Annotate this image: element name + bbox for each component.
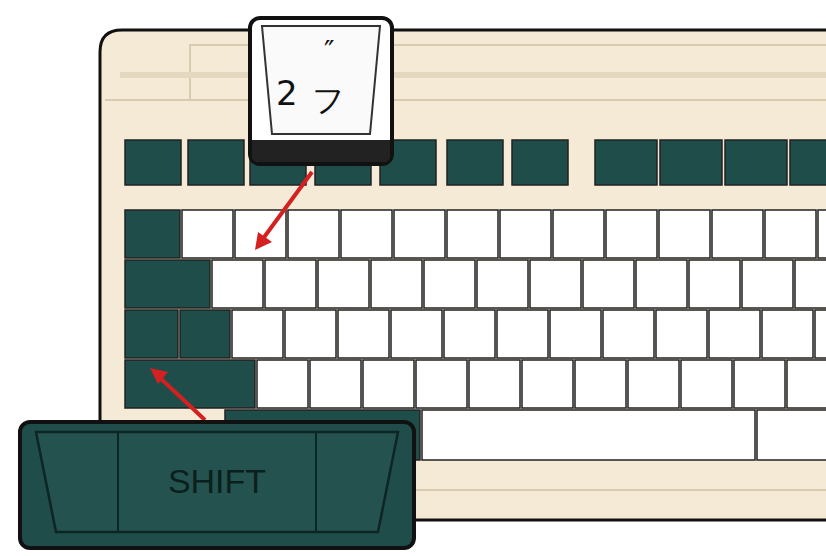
key [522, 360, 573, 408]
key [125, 260, 210, 308]
key [795, 260, 826, 308]
key [285, 310, 336, 358]
key [265, 260, 316, 308]
key [757, 410, 826, 460]
key [371, 260, 422, 308]
key [712, 210, 763, 258]
key [659, 210, 710, 258]
key [363, 360, 414, 408]
key [530, 260, 581, 308]
key [288, 210, 339, 258]
key [182, 210, 233, 258]
key [447, 140, 503, 185]
key [422, 410, 755, 460]
key [180, 310, 230, 358]
key [469, 360, 520, 408]
key [444, 310, 495, 358]
key [424, 260, 475, 308]
key [125, 140, 181, 185]
key [818, 210, 826, 258]
key [787, 360, 826, 408]
key-legend: フ [312, 84, 345, 116]
key [689, 260, 740, 308]
key [257, 360, 308, 408]
key [765, 210, 816, 258]
key [391, 310, 442, 358]
key [125, 210, 180, 258]
key [550, 310, 601, 358]
key [660, 140, 722, 185]
key [790, 140, 826, 185]
key [212, 260, 263, 308]
key [583, 260, 634, 308]
key [595, 140, 657, 185]
key [318, 260, 369, 308]
key [188, 140, 244, 185]
key [125, 310, 178, 358]
key [310, 360, 361, 408]
key [497, 310, 548, 358]
key [232, 310, 283, 358]
key [709, 310, 760, 358]
key [447, 210, 498, 258]
shift-key: SHIFT [18, 420, 416, 550]
key-legend: 2 [276, 76, 298, 110]
key [636, 260, 687, 308]
key [656, 310, 707, 358]
key [512, 140, 568, 185]
key [815, 310, 826, 358]
key [394, 210, 445, 258]
key [553, 210, 604, 258]
key [500, 210, 551, 258]
key [125, 360, 255, 408]
key [681, 360, 732, 408]
key [477, 260, 528, 308]
key [628, 360, 679, 408]
key-legend: SHIFT [168, 464, 266, 498]
key [734, 360, 785, 408]
key-legend: ″ [324, 38, 334, 66]
key [742, 260, 793, 308]
key [341, 210, 392, 258]
key [725, 140, 787, 185]
key-cap: 2 ″ フ [248, 16, 394, 166]
key [338, 310, 389, 358]
key [575, 360, 626, 408]
key [603, 310, 654, 358]
key [606, 210, 657, 258]
key [416, 360, 467, 408]
key [762, 310, 813, 358]
